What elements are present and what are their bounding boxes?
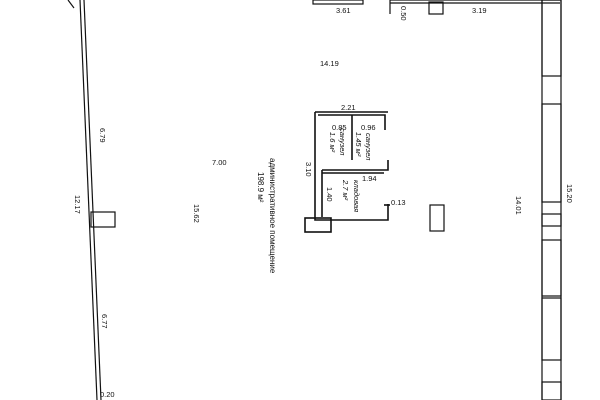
dim-right-inner: 14.01 (514, 196, 523, 215)
sanitary-core (304, 111, 390, 233)
label-storage: кладовая (352, 180, 361, 213)
dim-interior-horizontal: 7.00 (212, 158, 227, 167)
core-outer-wall (314, 112, 389, 221)
label-wc-1: санузел (364, 133, 373, 161)
dim-top-mid-small: 0.50 (399, 6, 408, 21)
dim-top-right-span: 3.19 (472, 6, 487, 15)
dim-interior-vertical: 15.62 (192, 204, 201, 223)
label-wc-2: санузел (338, 128, 347, 156)
window-2 (541, 103, 562, 203)
dim-left-wall-upper: 6.79 (98, 128, 107, 143)
window-1 (541, 0, 562, 77)
window-4 (541, 239, 562, 297)
dim-core-top: 2.21 (341, 103, 356, 112)
dim-left-wall-lower: 6.77 (100, 314, 109, 329)
window-5 (541, 297, 562, 361)
label-admin-room: административное помещение (268, 158, 277, 274)
label-wc-2-area: 1.6 м² (328, 132, 337, 153)
dim-core-wc1: 0.85 (332, 123, 347, 132)
left-wall-inner (83, 0, 102, 400)
dim-core-small: 0.13 (391, 198, 406, 207)
left-wall-diagonal-mark (67, 0, 75, 9)
core-column (304, 217, 332, 233)
right-wall (541, 0, 562, 400)
left-wall-column (90, 211, 116, 228)
column-center (429, 204, 445, 232)
dim-left-wall-total: 12.17 (73, 195, 82, 214)
dim-core-mid: 1.94 (362, 174, 377, 183)
dim-left-bottom-small: 0.20 (100, 390, 115, 399)
dim-core-left-height: 3.10 (304, 162, 313, 177)
dim-core-lower: 1.40 (325, 187, 334, 202)
top-wall (312, 0, 560, 15)
left-wall (67, 0, 116, 400)
top-wall-segment-left (312, 0, 364, 5)
dim-right-wall-total: 15.20 (565, 184, 574, 203)
label-storage-area: 2.7 м² (341, 180, 350, 201)
left-wall-outer (79, 0, 98, 400)
top-wall-opening-post (428, 1, 444, 15)
window-3 (541, 213, 562, 227)
core-mid-wall (322, 160, 389, 171)
dim-top-left-span: 3.61 (336, 6, 351, 15)
label-admin-area: 198.9 м² (256, 172, 265, 203)
core-top-wall (318, 114, 386, 130)
dim-hall-width: 14.19 (320, 59, 339, 68)
window-6 (541, 381, 562, 400)
dim-core-wc2: 0.96 (361, 123, 376, 132)
label-wc-1-area: 1.45 м² (354, 132, 363, 157)
